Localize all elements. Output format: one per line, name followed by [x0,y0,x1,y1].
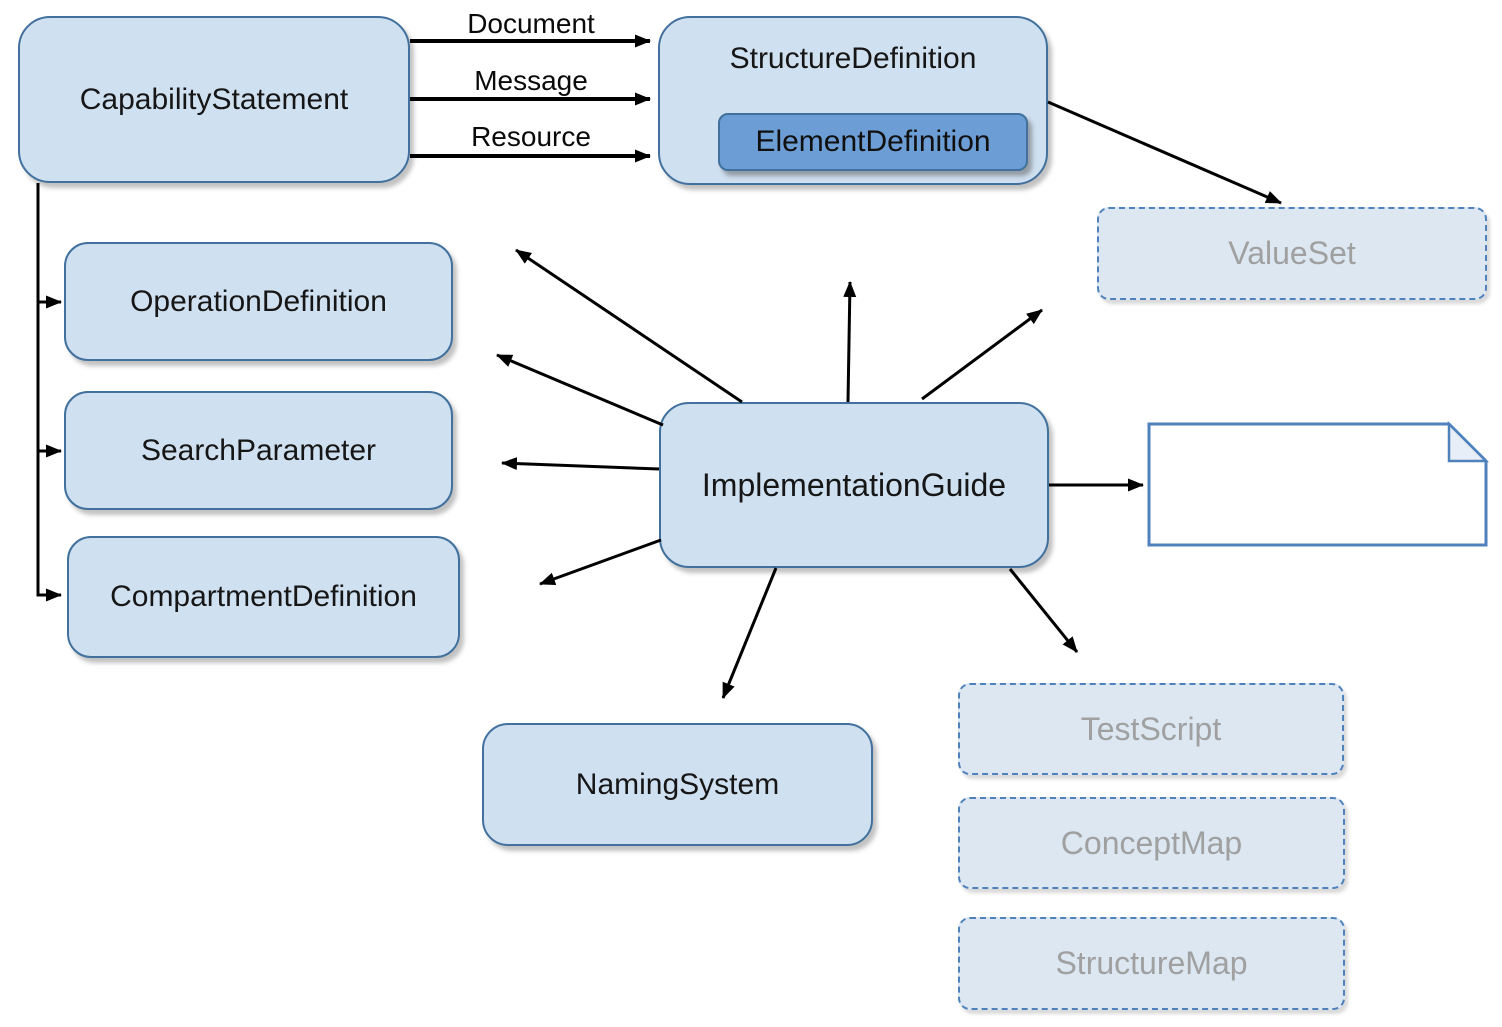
test-script-label: TestScript [1080,710,1222,747]
node-compartment-definition: CompartmentDefinition [67,536,460,658]
edge-label-document: Document [467,8,595,39]
arrow-ig-up [843,281,857,403]
value-set-label: ValueSet [1228,235,1356,271]
structure-definition-label: StructureDefinition [729,42,977,75]
node-structure-map: StructureMap [958,917,1345,1010]
arrow-ig-downleft [539,538,662,586]
node-test-script: TestScript [958,683,1344,775]
node-concept-map: ConceptMap [958,797,1345,889]
node-element-definition: ElementDefinition [718,113,1028,171]
edge-label-message: Message [474,65,588,96]
compartment-definition-label: CompartmentDefinition [110,580,417,613]
content-artifacts-line2: (html, png, …) [1166,487,1357,520]
arrow-ig-upleft-long [515,248,743,404]
arrow-structuredefinition-valueset [1047,100,1282,205]
node-structure-definition: StructureDefinition ElementDefinition [658,16,1048,185]
content-artifacts-line1: Content artifacts [1166,443,1385,476]
naming-system-label: NamingSystem [575,767,780,801]
element-definition-label: ElementDefinition [755,125,991,158]
node-search-parameter: SearchParameter [64,391,453,510]
operation-definition-label: OperationDefinition [130,284,387,318]
arrow-ig-upright [921,308,1043,401]
node-implementation-guide: ImplementationGuide [659,402,1049,568]
node-operation-definition: OperationDefinition [64,242,453,361]
implementation-guide-label: ImplementationGuide [701,466,1007,503]
node-naming-system: NamingSystem [482,723,873,846]
node-value-set: ValueSet [1097,207,1487,300]
arrow-ig-downright [1008,568,1079,653]
edge-label-resource: Resource [471,121,591,152]
capability-statement-label: CapabilityStatement [79,82,349,116]
concept-map-label: ConceptMap [1060,824,1243,861]
structure-map-label: StructureMap [1055,945,1248,981]
connector-capability-tree [36,183,62,602]
arrow-ig-upleft [496,353,664,427]
content-artifacts-note-text: Content artifacts (html, png, …) [1166,438,1466,526]
arrow-ig-to-naming-system [721,567,778,699]
search-parameter-label: SearchParameter [140,433,377,467]
node-capability-statement: CapabilityStatement [18,16,410,183]
arrow-ig-left [501,457,660,471]
